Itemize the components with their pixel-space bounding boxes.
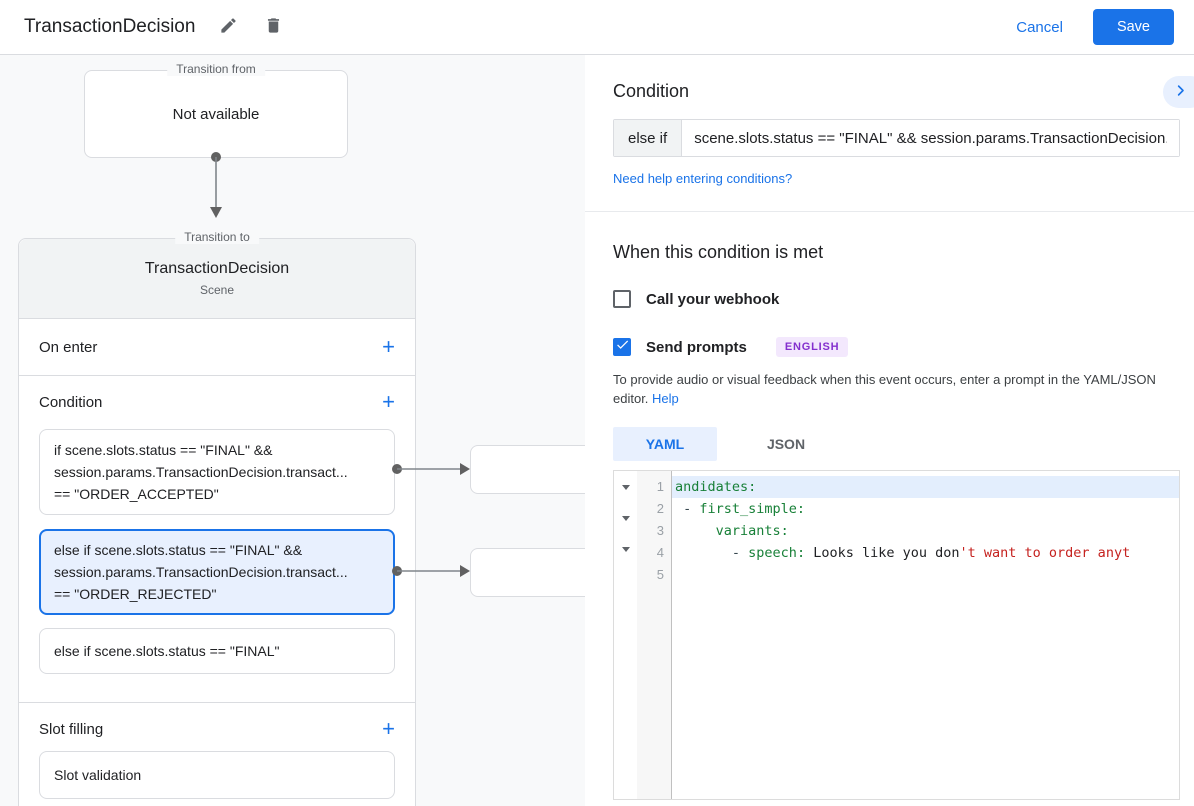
panel-title: Condition — [613, 81, 690, 101]
delete-scene-button[interactable] — [262, 14, 285, 40]
transition-to-legend: Transition to — [175, 230, 259, 244]
webhook-checkbox[interactable] — [613, 290, 631, 308]
editor-tabs: YAML JSON — [613, 427, 1180, 461]
code-line-5 — [672, 564, 1179, 586]
fold-toggle-icon[interactable] — [621, 485, 630, 490]
pencil-icon — [219, 16, 238, 38]
fold-toggle-icon[interactable] — [621, 547, 630, 552]
fold-toggle-icon[interactable] — [621, 516, 630, 521]
page-title: TransactionDecision — [24, 16, 196, 37]
tab-yaml[interactable]: YAML — [613, 427, 717, 461]
scene-card-header[interactable]: TransactionDecision Scene — [19, 239, 415, 319]
help-link[interactable]: Help — [652, 391, 679, 406]
top-bar: TransactionDecision Cancel Save — [0, 0, 1194, 55]
scene-name: TransactionDecision — [144, 260, 290, 277]
send-prompts-label: Send prompts — [646, 338, 747, 356]
cancel-button[interactable]: Cancel — [1016, 18, 1063, 36]
transition-from-legend: Transition from — [167, 62, 265, 76]
editor-line-numbers: 1 2 3 4 5 — [637, 471, 672, 799]
language-badge: ENGLISH — [775, 337, 849, 357]
condition-card-order-rejected[interactable]: else if scene.slots.status == "FINAL" &&… — [39, 529, 395, 615]
panel-divider — [585, 211, 1194, 212]
condition-prefix: else if — [614, 120, 683, 156]
slot-filling-section: Slot filling + Slot validation — [19, 703, 415, 806]
transition-from-value: Not available — [172, 105, 260, 123]
on-enter-label: On enter — [39, 338, 98, 356]
scene-type-label: Scene — [199, 283, 235, 297]
editor-fold-gutter — [614, 471, 637, 799]
add-slot-button[interactable]: + — [382, 716, 395, 741]
on-enter-section: On enter + — [19, 319, 415, 376]
slot-validation-card[interactable]: Slot validation — [39, 751, 395, 799]
code-line-1: andidates: — [672, 476, 1179, 498]
editor-code-area[interactable]: andidates: - first_simple: variants: - s… — [672, 471, 1179, 799]
condition-help-link[interactable]: Need help entering conditions? — [613, 171, 793, 186]
scene-canvas: Transition from Not available Transition… — [0, 55, 585, 806]
condition-input-group: else if — [613, 119, 1180, 157]
transition-from-box[interactable]: Transition from Not available — [84, 62, 348, 158]
condition-card-final[interactable]: else if scene.slots.status == "FINAL" — [39, 628, 395, 674]
edit-title-button[interactable] — [217, 14, 240, 40]
check-icon — [615, 337, 630, 357]
condition-detail-panel: Condition else if Need help entering con… — [585, 55, 1194, 806]
add-condition-button[interactable]: + — [382, 389, 395, 414]
collapse-panel-button[interactable] — [1163, 76, 1194, 108]
transition-target-box-1[interactable] — [470, 445, 585, 494]
scene-card: Transition to TransactionDecision Scene … — [18, 230, 416, 806]
transition-target-box-2[interactable] — [470, 548, 585, 597]
when-condition-title: When this condition is met — [613, 242, 824, 262]
condition-section: Condition + if scene.slots.status == "FI… — [19, 376, 415, 703]
save-button[interactable]: Save — [1092, 9, 1174, 45]
condition-input[interactable] — [682, 120, 1179, 156]
send-prompts-checkbox[interactable] — [613, 338, 631, 356]
condition-card-order-accepted[interactable]: if scene.slots.status == "FINAL" && sess… — [39, 429, 395, 515]
chevron-right-icon — [1173, 83, 1188, 101]
send-prompts-row[interactable]: Send prompts ENGLISH — [613, 337, 1180, 357]
condition-section-label: Condition — [39, 393, 103, 411]
slot-filling-label: Slot filling — [39, 720, 104, 738]
add-on-enter-button[interactable]: + — [382, 334, 395, 359]
trash-icon — [264, 16, 283, 38]
yaml-editor[interactable]: 1 2 3 4 5 andidates: - first_simple: var… — [613, 470, 1180, 800]
code-line-4: - speech: Looks like you don't want to o… — [731, 545, 1131, 561]
code-line-3: variants: — [715, 523, 789, 539]
tab-json[interactable]: JSON — [741, 427, 831, 461]
webhook-row[interactable]: Call your webhook — [613, 290, 1180, 308]
prompt-description: To provide audio or visual feedback when… — [613, 372, 1156, 406]
webhook-label: Call your webhook — [646, 290, 780, 308]
code-line-2: - first_simple: — [675, 501, 806, 517]
